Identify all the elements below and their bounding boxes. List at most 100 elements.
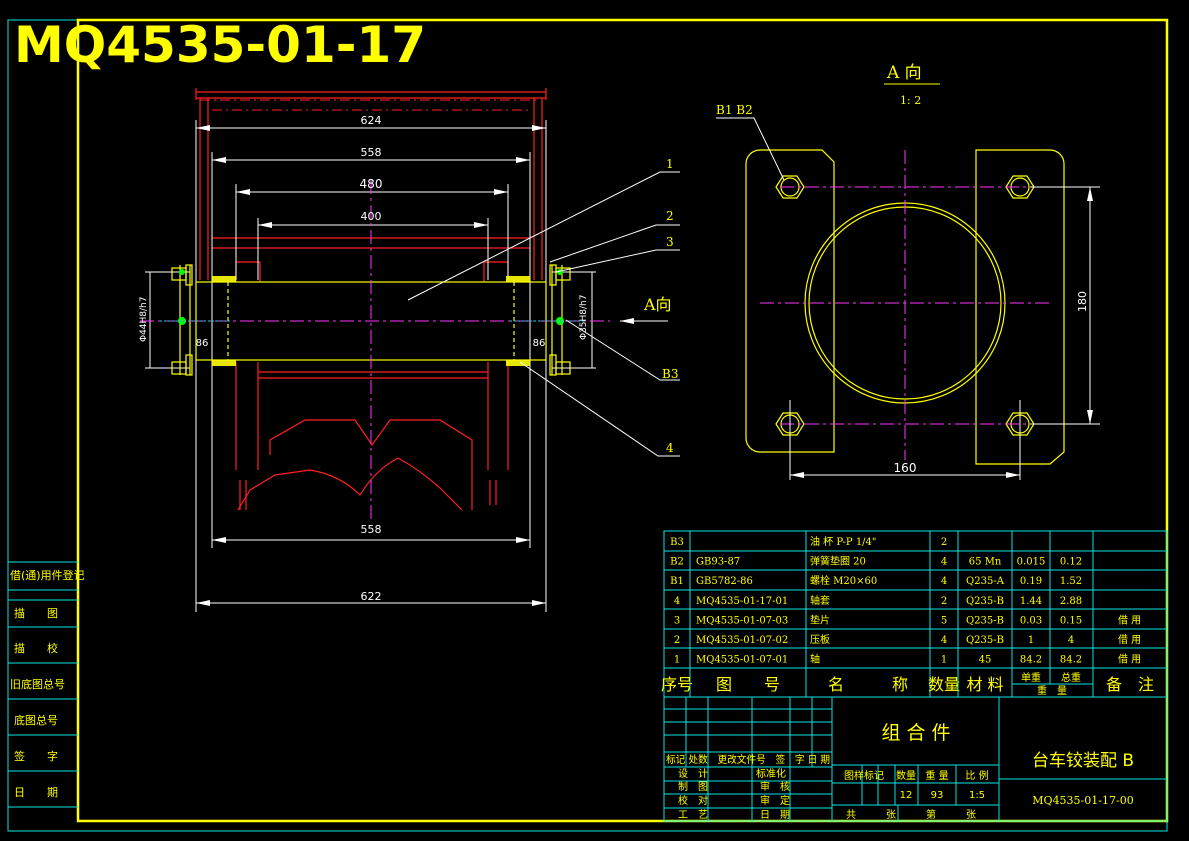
bom-header-total-weight: 总重 xyxy=(1061,671,1081,684)
title-block-scale: 1:5 xyxy=(969,790,985,801)
bom-cell-total: 84.2 xyxy=(1060,655,1082,666)
callout-4: 4 xyxy=(666,441,674,455)
bom-cell-material: 45 xyxy=(979,655,992,666)
left-panel-row: 日 期 xyxy=(14,786,58,799)
bom-header-material: 材 料 xyxy=(966,675,1003,694)
bom-header-unit-weight: 单重 xyxy=(1021,671,1041,684)
bom-cell-name: 油 杯 P-P 1/4" xyxy=(810,535,877,548)
bom-cell-qty: 4 xyxy=(941,635,947,646)
bom-cell-no: B1 xyxy=(670,576,684,587)
title-block-role: 审 核 xyxy=(760,780,790,793)
bom-cell-name: 垫片 xyxy=(810,613,830,626)
dim-624: 624 xyxy=(361,114,382,127)
bom-cell-unit: 84.2 xyxy=(1020,655,1042,666)
callout-b1-b2: B1 B2 xyxy=(716,103,753,117)
title-block-type: 组 合 件 xyxy=(881,722,950,744)
title-block-role: 制 图 xyxy=(678,780,708,793)
bom-cell-qty: 5 xyxy=(941,615,947,626)
bom-cell-total: 4 xyxy=(1068,635,1074,646)
bom-cell-no: 4 xyxy=(674,596,680,607)
bom-cell-material: Q235-B xyxy=(966,615,1004,626)
bom-cell-drawing: MQ4535-01-07-03 xyxy=(696,615,788,626)
bom-cell-drawing: MQ4535-01-07-01 xyxy=(696,655,788,666)
bom-cell-total: 0.15 xyxy=(1060,615,1082,626)
title-block-role: 审 定 xyxy=(760,794,790,807)
title-block-number: MQ4535-01-17-00 xyxy=(1032,794,1133,807)
bom-cell-name: 轴 xyxy=(810,653,820,666)
title-block-role: 设 计 xyxy=(678,767,708,780)
title-block-rev-header: 标记 处数 更改文件号 签 字 日 期 xyxy=(666,753,830,766)
callout-b3: B3 xyxy=(662,367,678,381)
side-view-label: A向 xyxy=(643,295,672,314)
dim-558-bottom: 558 xyxy=(361,523,382,536)
bom-cell-unit: 0.19 xyxy=(1020,576,1042,587)
title-block-grid xyxy=(663,696,1168,822)
bom-header-name: 名 称 xyxy=(828,675,908,694)
bom-cell-drawing: MQ4535-01-07-02 xyxy=(696,635,788,646)
bom-cell-remark: 借 用 xyxy=(1118,634,1141,646)
bom-header-remark: 备 注 xyxy=(1106,675,1154,694)
bom-cell-material: Q235-A xyxy=(966,576,1005,587)
inner-border xyxy=(76,18,1169,823)
dim-86-left: 86 xyxy=(196,338,209,349)
left-panel-row: 底图总号 xyxy=(14,713,58,727)
outer-border xyxy=(7,19,1168,832)
title-block-stage-scale: 比 例 xyxy=(965,769,988,782)
main-assembly-view xyxy=(140,88,680,612)
title-block-name: 台车铰装配 B xyxy=(1032,751,1134,771)
bom-cell-drawing: MQ4535-01-17-01 xyxy=(696,596,788,607)
callout-1: 1 xyxy=(666,157,674,171)
bom-cell-name: 弹簧垫圈 20 xyxy=(810,555,866,568)
bom-cell-qty: 4 xyxy=(941,576,947,587)
bom-cell-unit: 1.44 xyxy=(1020,596,1042,607)
dim-phi-right: Φ35H8/h7 xyxy=(579,295,589,341)
dim-160: 160 xyxy=(894,461,917,475)
bom-header-no: 序号 xyxy=(661,675,693,694)
title-block-weight: 93 xyxy=(931,790,944,801)
left-panel-title: 借(通)用件登记 xyxy=(10,568,85,582)
bom-cell-total: 2.88 xyxy=(1060,596,1082,607)
drawing-code: MQ4535-01-17 xyxy=(14,16,426,74)
bom-cell-name: 轴套 xyxy=(810,594,830,607)
dim-622: 622 xyxy=(361,590,382,603)
view-a-label: A 向 xyxy=(886,63,922,83)
bom-cell-total: 0.12 xyxy=(1060,557,1082,568)
dim-558-top: 558 xyxy=(361,146,382,159)
bom-cell-no: B3 xyxy=(670,537,684,548)
view-a xyxy=(716,117,1100,480)
bom-cell-no: 1 xyxy=(674,655,680,666)
title-block-stage-qty: 数量 xyxy=(896,769,916,782)
bom-cell-unit: 0.015 xyxy=(1017,557,1046,568)
title-block-role: 日 期 xyxy=(760,809,790,821)
left-panel-row: 签 字 xyxy=(14,749,58,763)
bom-cell-drawing: GB5782-86 xyxy=(696,576,753,587)
bom-cell-qty: 2 xyxy=(941,537,947,548)
bom-cell-material: 65 Mn xyxy=(969,557,1002,568)
title-block-qty: 12 xyxy=(900,790,913,801)
bom-cell-qty: 2 xyxy=(941,596,947,607)
dim-phi-left: Φ44H8/h7 xyxy=(139,297,149,343)
dim-180: 180 xyxy=(1076,291,1089,312)
title-block-stage-mark: 图样标记 xyxy=(844,769,884,782)
bom-cell-no: 2 xyxy=(674,635,680,646)
left-panel-row: 旧底图总号 xyxy=(10,677,65,691)
dim-480: 480 xyxy=(360,177,383,191)
bom-cell-name: 螺栓 M20×60 xyxy=(810,574,877,587)
bom-cell-no: B2 xyxy=(670,557,684,568)
left-registration-panel xyxy=(8,561,78,808)
bom-cell-unit: 1 xyxy=(1028,635,1034,646)
left-panel-row: 描 图 xyxy=(14,606,58,620)
bom-cell-remark: 借 用 xyxy=(1118,614,1141,626)
dim-86-right: 86 xyxy=(533,338,546,349)
view-a-scale: 1: 2 xyxy=(900,94,921,107)
title-block-sheet: 第 张 xyxy=(926,808,976,821)
title-block-sheets: 共 张 xyxy=(846,809,896,821)
callout-3: 3 xyxy=(666,235,674,249)
title-block-role: 校 对 xyxy=(678,794,708,807)
bom-cell-material: Q235-B xyxy=(966,635,1004,646)
title-block-role: 工 艺 xyxy=(678,809,708,821)
bom-header-weight: 重 量 xyxy=(1037,684,1067,697)
bom-cell-qty: 4 xyxy=(941,557,947,568)
